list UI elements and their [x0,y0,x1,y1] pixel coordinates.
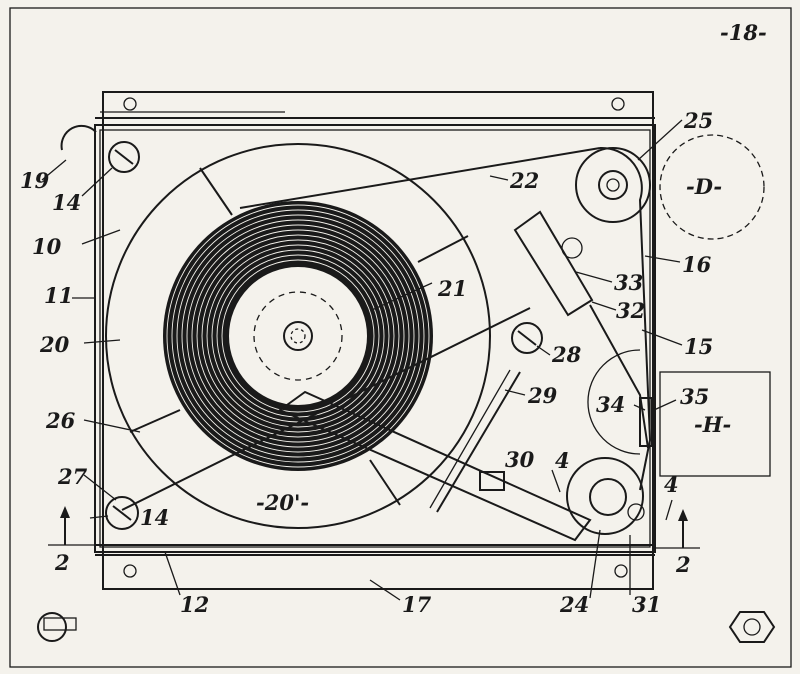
arm-plate [479,471,505,491]
rod-29-edge [429,369,511,509]
hook [60,124,97,151]
motor-pulley-shaft [606,178,620,192]
label-4-left: 4 [555,448,570,473]
switch-toggle [43,617,77,631]
label-4-right: 4 [664,472,679,497]
idler-pin [627,503,645,521]
label-22: 22 [509,168,539,193]
record-groove [196,234,400,438]
motor-pulley-hub [598,170,628,200]
label-11: 11 [44,283,73,308]
idler-hub [589,478,627,516]
nut-icon [728,611,776,643]
label-32: 32 [616,298,645,323]
belt-right [599,146,652,491]
record-groove [206,244,390,428]
mount-hole-tr [611,97,625,111]
record-groove [191,229,405,443]
label-26: 26 [45,408,76,433]
frame-inner [99,129,651,548]
spoke-2 [417,235,469,263]
label-12: 12 [180,592,209,617]
nut-hole [743,618,761,636]
rod-29 [436,371,521,513]
label-19: 19 [20,168,50,193]
screw-top-slot [114,149,134,165]
frame [94,124,656,553]
tone-arm [277,390,592,542]
spindle-core [290,328,306,344]
screw-top [108,141,140,173]
arrow-left-icon [60,506,70,518]
label-H: -H- [694,412,731,437]
record-groove [186,224,410,448]
arrow-right-icon [678,509,688,521]
block-pivot [561,237,583,259]
screw-28 [511,322,543,354]
label-30: 30 [505,447,535,472]
label-34: 34 [596,392,625,417]
mount-hole-br [614,564,628,578]
spoke-3 [129,409,181,433]
record-groove [181,219,415,453]
record-groove [166,204,430,468]
screw-28-slot [517,330,537,346]
label-16: 16 [682,252,712,277]
label-20-prime: -20'- [256,490,309,515]
label-17: 17 [402,592,432,617]
record-groove [176,214,420,458]
record-label-ring [253,291,343,381]
label-10: 10 [32,234,62,259]
label-21: 21 [437,276,467,301]
mount-hole-tl [123,97,137,111]
link-27 [121,307,531,511]
record-label [227,265,369,407]
lower-circle [587,349,641,455]
motor-D [659,134,765,240]
label-14-bottom: 14 [140,505,169,530]
label-20: 20 [39,332,70,357]
section-4-left [551,469,561,493]
label-24: 24 [559,592,589,617]
base-plate [102,91,654,590]
motor-pulley [575,147,651,223]
sheet-border [9,7,792,668]
label-31: 31 [632,592,661,617]
label-D: -D- [686,174,722,199]
label-25: 25 [683,108,713,133]
label-28: 28 [551,342,582,367]
label-35: 35 [680,384,709,409]
screw-bottom-slot [112,505,132,521]
record-groove [201,239,395,433]
record-groove [221,259,375,413]
label-2-right: 2 [675,552,691,577]
label-14-top: 14 [52,190,81,215]
label-27: 27 [57,464,88,489]
record-groove [171,209,425,463]
label-2-left: 2 [54,550,70,575]
label-29: 29 [527,383,558,408]
mount-hole-bl [123,564,137,578]
spoke-1 [199,167,233,216]
belt-top [239,147,601,209]
label-15: 15 [684,334,713,359]
spindle [283,321,313,351]
idler-pulley [566,457,644,535]
label-33: 33 [614,270,643,295]
spoke-4 [369,459,401,506]
turntable [105,143,491,529]
lever [589,304,649,449]
section-4-right [665,499,673,521]
box-H [659,371,771,477]
block [513,210,594,317]
sheet-label: -18- [720,20,767,45]
screw-bottom [105,496,139,530]
switch-icon [37,612,67,642]
leader-lines [41,119,683,601]
lever-tab [639,397,653,447]
